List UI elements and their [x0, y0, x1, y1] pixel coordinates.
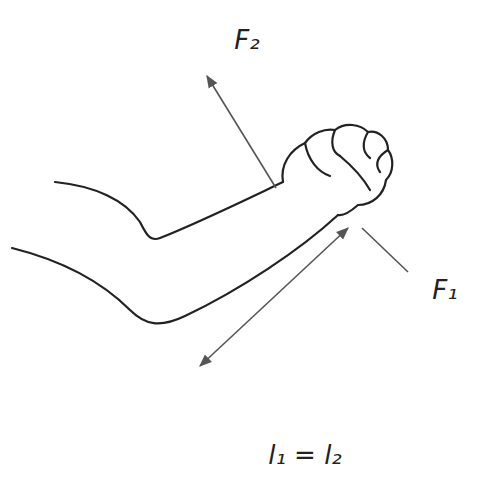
- finger-line: [332, 130, 340, 156]
- force-line: [362, 228, 408, 272]
- finger-line: [364, 132, 370, 158]
- arm-lower-contour: [12, 215, 338, 323]
- length-equation: l₁ = l₂: [268, 442, 342, 468]
- thumb-line: [305, 143, 330, 176]
- fist-outline: [282, 125, 392, 215]
- arm-upper-contour: [55, 182, 283, 239]
- length-arrow: [200, 228, 348, 366]
- force-label: F₁: [432, 277, 457, 303]
- finger-line: [377, 150, 388, 172]
- force-arrow: [207, 76, 276, 188]
- force-label: F₂: [234, 27, 259, 53]
- finger-line: [340, 156, 370, 190]
